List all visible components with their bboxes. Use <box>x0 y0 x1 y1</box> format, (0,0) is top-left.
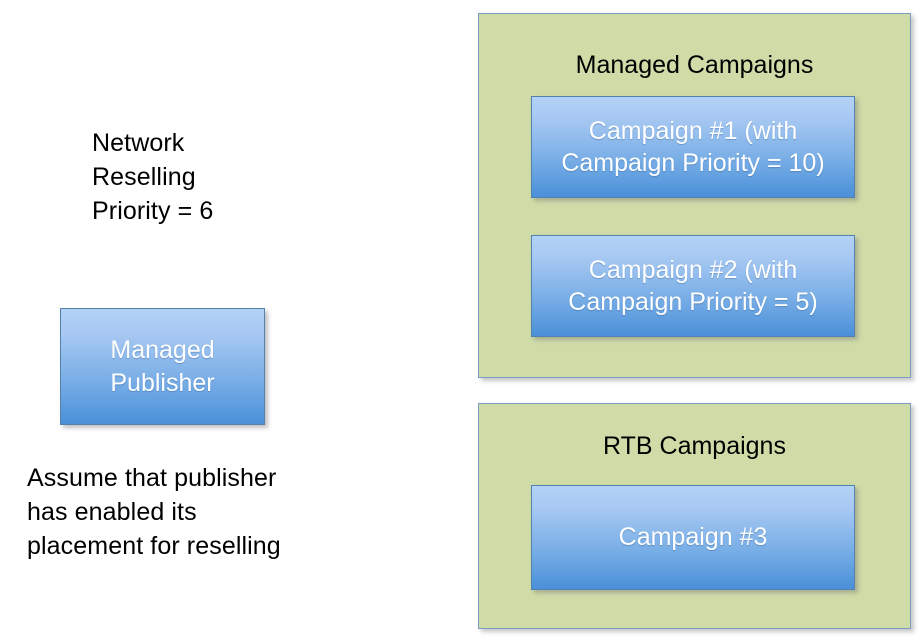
publisher-assumption-note: Assume that publisher has enabled its pl… <box>27 464 281 560</box>
campaign-1-box[interactable]: Campaign #1 (with Campaign Priority = 10… <box>531 96 855 198</box>
managed-campaigns-panel: Managed Campaigns Campaign #1 (with Camp… <box>478 13 911 378</box>
rtb-campaigns-title: RTB Campaigns <box>603 432 786 460</box>
managed-publisher-box[interactable]: Managed Publisher <box>60 308 265 425</box>
campaign-3-box[interactable]: Campaign #3 <box>531 485 855 590</box>
rtb-campaigns-panel: RTB Campaigns Campaign #3 <box>478 403 911 629</box>
network-reselling-priority-note: Network Reselling Priority = 6 <box>92 129 214 225</box>
campaign-2-box[interactable]: Campaign #2 (with Campaign Priority = 5) <box>531 235 855 337</box>
managed-campaigns-title: Managed Campaigns <box>575 51 814 79</box>
